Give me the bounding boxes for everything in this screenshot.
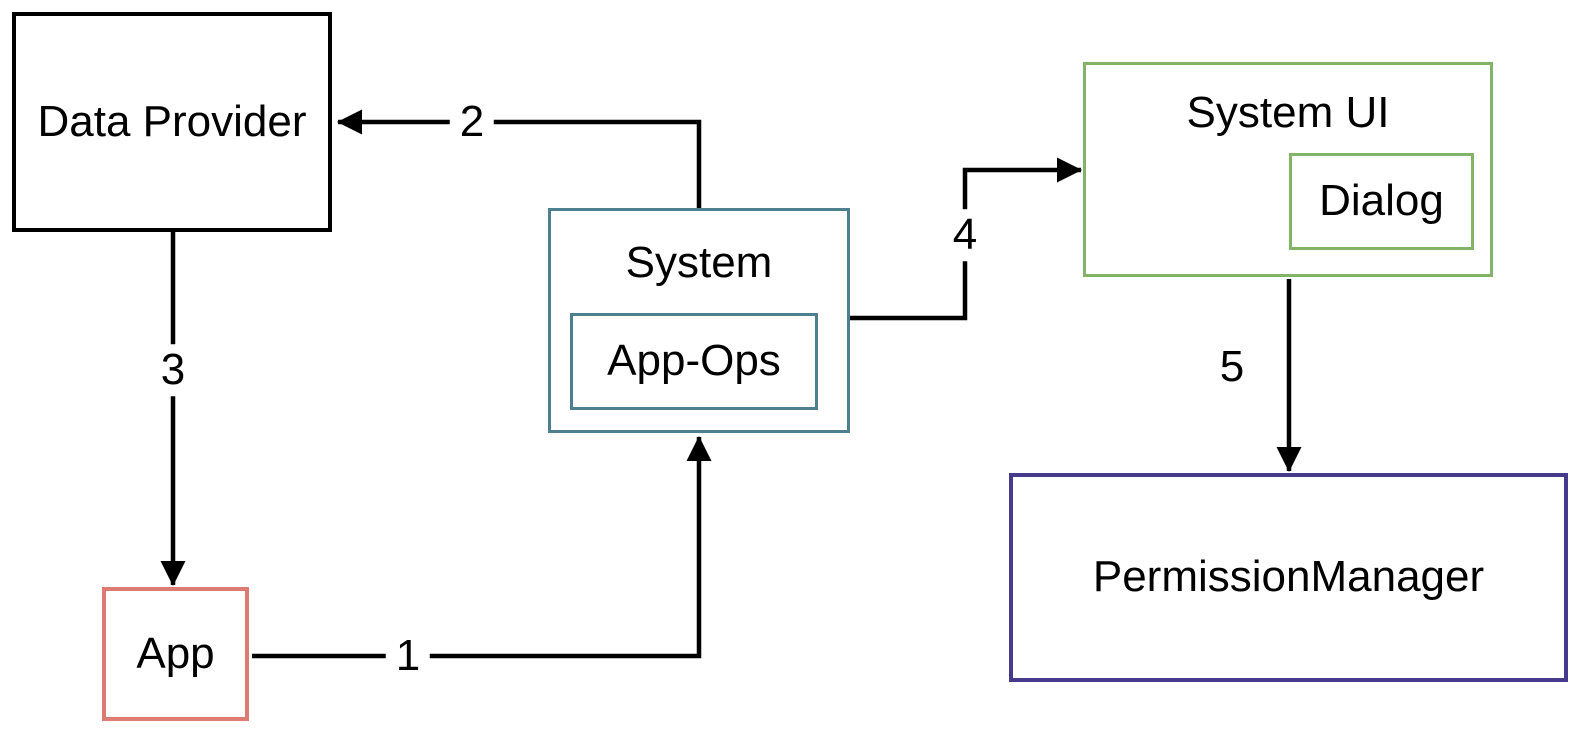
edge-5-label: 5	[1209, 341, 1255, 393]
node-app-label: App	[136, 628, 215, 678]
node-system-ui-label: System UI	[1186, 88, 1390, 137]
edge-2-system-to-data-provider	[337, 109, 702, 210]
edge-1-label: 1	[385, 630, 431, 682]
node-system-label: System	[625, 238, 773, 287]
edge-3-label: 3	[150, 344, 196, 396]
node-data-provider: Data Provider	[12, 12, 332, 232]
node-app-ops: App-Ops	[570, 313, 818, 410]
node-data-provider-label: Data Provider	[37, 96, 307, 146]
node-dialog: Dialog	[1289, 153, 1474, 250]
node-app: App	[102, 587, 249, 721]
edge-2-label: 2	[449, 96, 495, 148]
node-dialog-label: Dialog	[1319, 176, 1444, 226]
node-app-ops-label: App-Ops	[607, 336, 781, 386]
node-permission-manager: PermissionManager	[1009, 473, 1568, 682]
edge-4-label: 4	[942, 209, 988, 261]
edge-1-app-to-system	[252, 436, 712, 659]
node-permission-manager-label: PermissionManager	[1092, 552, 1485, 602]
node-system: System App-Ops	[548, 208, 850, 433]
node-system-ui: System UI Dialog	[1083, 62, 1493, 277]
